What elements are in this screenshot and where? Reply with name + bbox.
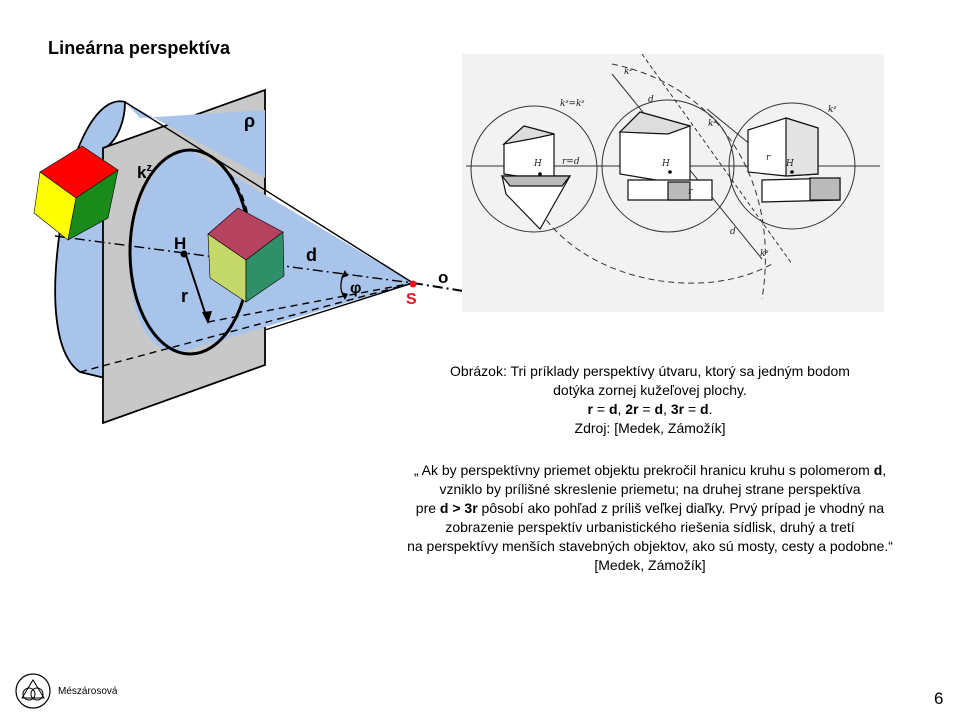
perspective-cone-figure: ρ kz H d r φ o S (33, 88, 483, 425)
label-k-right: kᶻ (828, 105, 837, 115)
label-H3: H (785, 159, 794, 169)
label-d2: d (730, 227, 736, 237)
radius-to-S (207, 282, 414, 323)
quote-line-1: „ Ak by perspektívny priemet objektu pre… (413, 462, 887, 478)
label-r-eq-d: r=d (562, 157, 580, 167)
label-r: r (181, 286, 188, 306)
label-d: d (306, 245, 317, 265)
caption-source: Zdroj: [Medek, Zámožík] (574, 420, 726, 436)
caption-line-1: Obrázok: Tri príklady perspektívy útvaru… (450, 363, 850, 379)
cone-bottom-generatrix (79, 282, 414, 373)
cone-top-generatrix (124, 101, 414, 284)
quote-line-5: na perspektívy menších stavebných objekt… (407, 538, 893, 554)
cube-back (33, 145, 119, 241)
axis-extension (412, 282, 483, 295)
circle-3 (728, 102, 856, 230)
label-k-mid: kᶻ (708, 119, 717, 129)
label-r3: r (766, 153, 771, 163)
figure-caption: Obrázok: Tri príklady perspektívy útvaru… (356, 362, 944, 438)
radius-arrow (202, 311, 212, 324)
label-phi: φ (350, 280, 361, 297)
label-k-bottom: kᶻ (760, 249, 769, 259)
quote-line-3: pre d > 3r pôsobí ako pohľad z príliš ve… (415, 500, 885, 516)
label-H1: H (533, 159, 542, 169)
author-name: Mészárosová (58, 686, 118, 697)
center-point-S (409, 280, 417, 288)
caption-line-3: r = d, 2r = d, 3r = d. (587, 401, 713, 417)
object-2 (618, 111, 713, 201)
label-o: o (438, 268, 448, 287)
label-r2: r (688, 187, 693, 197)
quote-line-2: vzniklo by prílišné skreslenie priemetu;… (439, 481, 861, 497)
three-perspective-examples-figure: kᶻ=kᶻ kᶻ kᶻ kᶻ d d H H H r=d r r kᶻ (462, 54, 884, 312)
principal-point-H (180, 250, 188, 258)
label-k-pair: kᶻ=kᶻ (560, 99, 585, 109)
caption-line-2: dotýka zornej kužeľovej plochy. (553, 382, 747, 398)
label-S: S (406, 291, 417, 308)
object-1 (500, 125, 572, 230)
label-d1: d (648, 95, 654, 105)
page-title: Lineárna perspektíva (48, 38, 231, 58)
circle-2 (601, 99, 735, 233)
cube-front (207, 207, 285, 303)
quote-block: „ Ak by perspektívny priemet objektu pre… (356, 461, 944, 575)
label-rho: ρ (244, 111, 255, 131)
cone-bottom-solid (264, 282, 414, 331)
object-3 (747, 117, 841, 203)
label-H: H (174, 234, 186, 253)
radius-line (185, 254, 209, 323)
quote-source: [Medek, Zámožík] (594, 557, 706, 573)
label-H2: H (661, 159, 670, 169)
page-number: 6 (934, 689, 944, 708)
label-k-top: kᶻ (624, 67, 633, 77)
label-kz: kz (137, 162, 152, 182)
quote-line-4: zobrazenie perspektív urbanistického rie… (445, 519, 855, 535)
cone-upper-sheet (125, 102, 265, 178)
circle-1 (470, 105, 598, 233)
author-logo-icon (15, 673, 51, 709)
